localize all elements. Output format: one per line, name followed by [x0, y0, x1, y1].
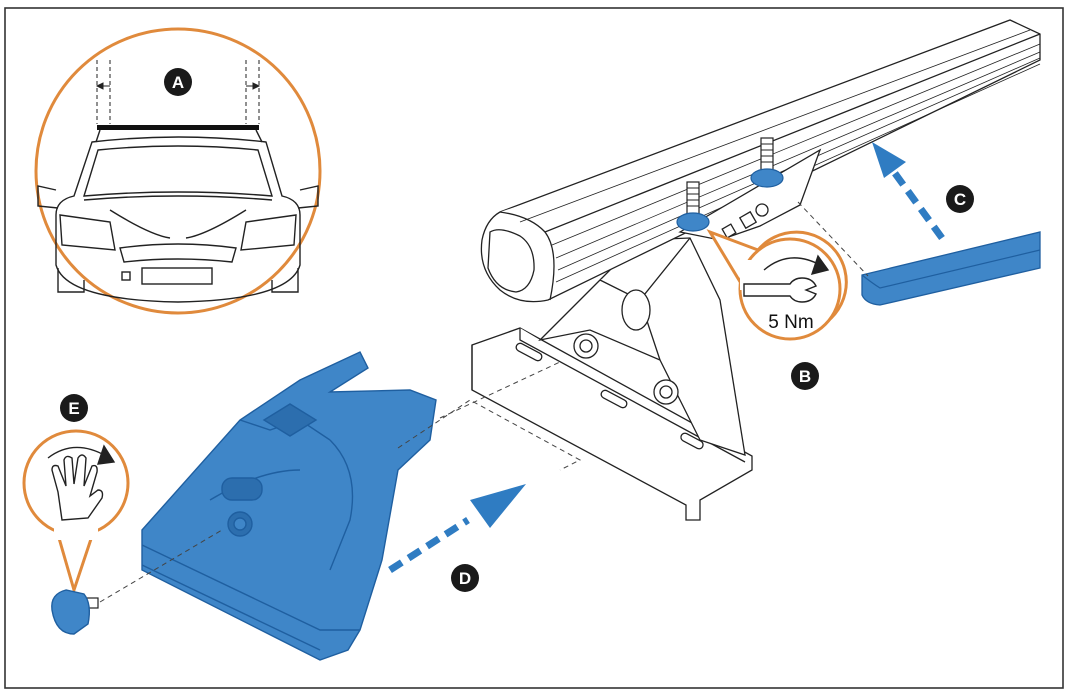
step-badge-a: A	[164, 68, 192, 96]
callout-a-car-view: A	[34, 27, 322, 315]
torque-value: 5 Nm	[768, 312, 813, 333]
bolt-left	[676, 181, 710, 232]
dimension-marks	[95, 60, 261, 124]
callout-b-torque: 5 Nm	[706, 229, 848, 341]
step-badge-d: D	[451, 564, 479, 592]
step-label-b: B	[799, 367, 811, 386]
guide-line-e	[99, 529, 223, 603]
wrench-icon	[743, 277, 817, 303]
clockwise-arrow-icon	[763, 254, 830, 275]
blue-foot-pad	[141, 351, 437, 661]
guide-line-d	[439, 361, 561, 419]
car-front-icon	[37, 125, 319, 303]
clockwise-arrow-icon	[47, 444, 116, 465]
hand-icon	[51, 454, 104, 521]
step-label-a: A	[172, 73, 184, 92]
arrow-d	[388, 484, 526, 573]
step-badge-c: C	[946, 185, 974, 213]
bracket-nut-upper	[573, 333, 599, 359]
locking-knob	[51, 589, 99, 635]
step-badge-e: E	[60, 394, 88, 422]
arrow-c	[872, 142, 945, 241]
bolt-right	[750, 137, 784, 188]
rack-foot-bracket	[471, 237, 753, 521]
step-label-e: E	[68, 399, 79, 418]
bracket-nut-lower	[653, 379, 679, 405]
step-badge-b: B	[791, 362, 819, 390]
callout-e-hand	[22, 429, 130, 596]
step-label-c: C	[954, 190, 966, 209]
rubber-strip	[861, 231, 1041, 306]
guide-line-c	[797, 201, 869, 277]
step-label-d: D	[459, 569, 471, 588]
